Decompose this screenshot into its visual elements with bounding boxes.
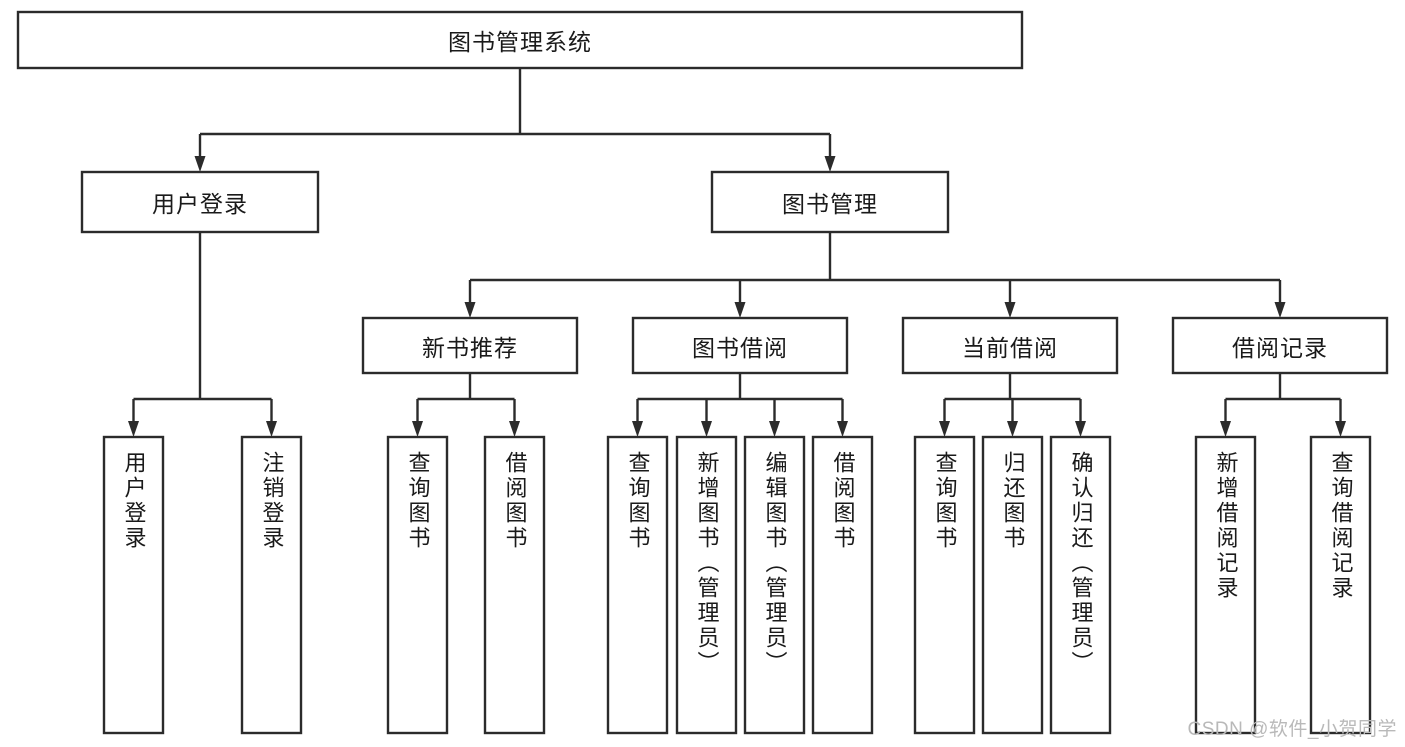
arrow-head-icon [1220, 421, 1231, 437]
node-box-leaf-query-book-1[interactable] [386, 435, 449, 735]
arrow-head-icon [701, 421, 712, 437]
node-box-book-borrow[interactable] [631, 316, 849, 375]
node-box-leaf-return-book[interactable] [981, 435, 1044, 735]
node-box-leaf-query-book-2[interactable] [606, 435, 669, 735]
edge-layer [128, 68, 1346, 437]
node-box-current-borrow[interactable] [901, 316, 1119, 375]
arrow-head-icon [769, 421, 780, 437]
node-box-leaf-logout[interactable] [240, 435, 303, 735]
arrow-head-icon [1004, 302, 1016, 318]
node-box-leaf-add-book[interactable] [675, 435, 738, 735]
node-box-book-manage[interactable] [710, 170, 950, 234]
arrow-head-icon [1274, 302, 1286, 318]
node-layer [16, 10, 1389, 735]
node-box-leaf-confirm-return[interactable] [1049, 435, 1112, 735]
node-box-leaf-borrow-book-2[interactable] [811, 435, 874, 735]
arrow-head-icon [632, 421, 643, 437]
node-box-leaf-borrow-book-1[interactable] [483, 435, 546, 735]
arrow-head-icon [194, 156, 206, 172]
node-box-leaf-add-record[interactable] [1194, 435, 1257, 735]
node-box-borrow-record[interactable] [1171, 316, 1389, 375]
arrow-head-icon [824, 156, 836, 172]
arrow-head-icon [509, 421, 520, 437]
arrow-head-icon [266, 421, 277, 437]
arrow-head-icon [734, 302, 746, 318]
node-box-user-login[interactable] [80, 170, 320, 234]
arrow-head-icon [1075, 421, 1086, 437]
node-box-new-book-rec[interactable] [361, 316, 579, 375]
arrow-head-icon [412, 421, 423, 437]
node-box-root[interactable] [16, 10, 1024, 70]
arrow-head-icon [837, 421, 848, 437]
node-box-leaf-user-login[interactable] [102, 435, 165, 735]
node-box-leaf-edit-book[interactable] [743, 435, 806, 735]
arrow-head-icon [464, 302, 476, 318]
node-box-leaf-query-book-3[interactable] [913, 435, 976, 735]
arrow-head-icon [939, 421, 950, 437]
node-box-leaf-query-record[interactable] [1309, 435, 1372, 735]
arrow-head-icon [1335, 421, 1346, 437]
arrow-head-icon [128, 421, 139, 437]
arrow-head-icon [1007, 421, 1018, 437]
